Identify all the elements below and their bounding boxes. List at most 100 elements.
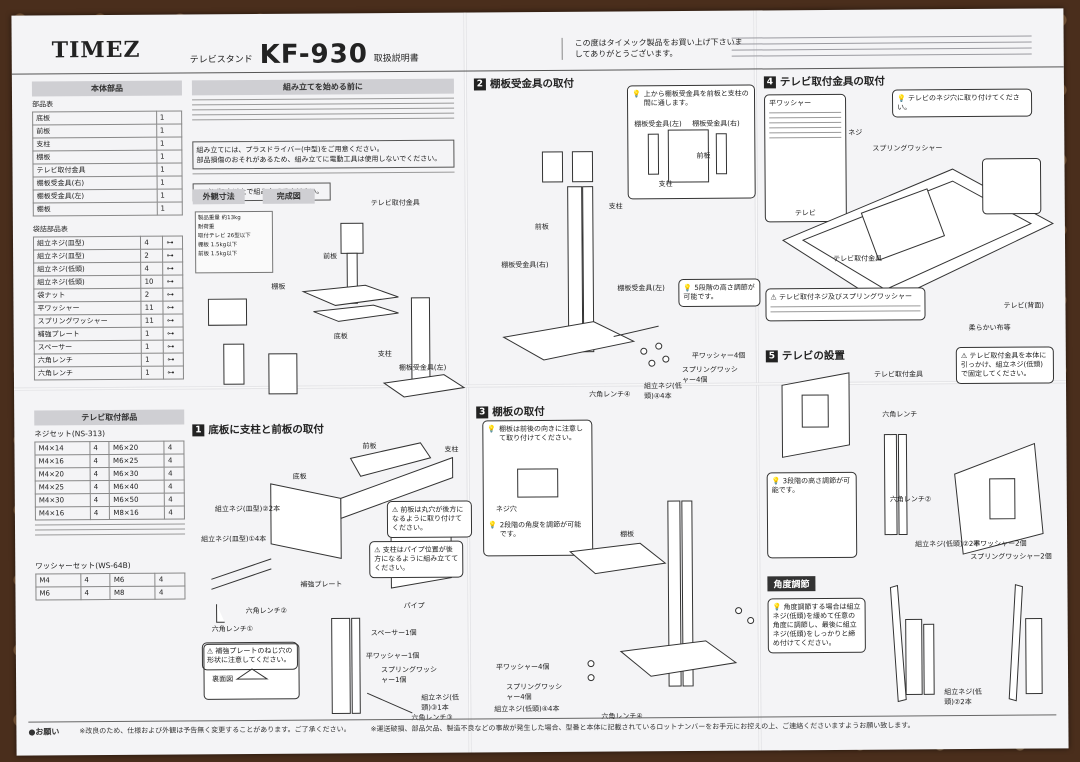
screw-size: M4×30 bbox=[35, 493, 91, 508]
screw-qty: 4 bbox=[164, 466, 185, 481]
s1-label-back: 裏面図 bbox=[212, 675, 234, 684]
washer-set-label: ワッシャーセット(WS-64B) bbox=[35, 560, 131, 571]
bag-part-qty: 11 bbox=[141, 314, 164, 328]
doc-type: 取扱説明書 bbox=[373, 53, 419, 65]
bag-part-qty: 2 bbox=[141, 288, 164, 302]
bag-part-name: 六角レンチ bbox=[34, 353, 142, 368]
s1-label-wrench: 六角レンチ② bbox=[245, 606, 287, 616]
header: TIMEZ テレビスタンド KF-930 取扱説明書 この度はタイメック製品をお… bbox=[11, 8, 1064, 75]
s2-label-shelfR: 棚板受金具(右) bbox=[501, 260, 549, 270]
lightbulb-icon: 💡 bbox=[897, 94, 906, 103]
screw-icon: ⊶ bbox=[163, 274, 183, 289]
instruction-sheet: TIMEZ テレビスタンド KF-930 取扱説明書 この度はタイメック製品をお… bbox=[11, 8, 1069, 756]
bag-part-qty: 11 bbox=[141, 301, 164, 315]
lightbulb-icon: 💡 bbox=[683, 283, 693, 292]
s4-label-spring: スプリングワッシャー bbox=[872, 144, 943, 153]
screw-icon: ⊶ bbox=[163, 300, 184, 315]
step1-callout-2: ⚠ 支柱はパイプ位置が後方になるように組み立ててください。 bbox=[369, 540, 464, 579]
s2-label-front2: 前板 bbox=[534, 222, 549, 232]
screw-qty: 4 bbox=[90, 467, 110, 481]
table-row: 組立ネジ(低頭)10⊶ bbox=[33, 274, 183, 290]
parts-title: 本体部品 bbox=[31, 80, 182, 97]
brand-logo: TIMEZ bbox=[51, 36, 141, 64]
step4-callout-1: 💡 テレビのネジ穴に取り付けてください。 bbox=[891, 88, 1033, 118]
screw-icon: ⊶ bbox=[163, 287, 183, 302]
part-name: 棚板受金具(左) bbox=[33, 189, 157, 204]
footer-note-1: ※改良のため、仕様および外観は予告無く変更することがあります。ご了承ください。 bbox=[79, 725, 351, 736]
product-type: テレビスタンド bbox=[189, 54, 253, 66]
s4-label-tv2: テレビ(背面) bbox=[1003, 301, 1044, 310]
step1-callout-1: ⚠ 前板は丸穴が後方になるように取り付けてください。 bbox=[386, 500, 473, 539]
s4-label-mount: テレビ取付金具 bbox=[833, 254, 883, 263]
part-name: 前板 bbox=[32, 124, 157, 139]
step1-illustration bbox=[203, 442, 454, 714]
part-qty: 1 bbox=[156, 162, 183, 177]
screw-size: M6×30 bbox=[109, 467, 165, 481]
bag-part-qty: 10 bbox=[141, 275, 164, 289]
bag-parts-label: 袋詰部品表 bbox=[32, 225, 68, 234]
lightbulb-icon: 💡 bbox=[487, 425, 497, 434]
s5-label-screw: 組立ネジ(低頭)②2本 bbox=[915, 539, 981, 549]
part-qty: 1 bbox=[156, 110, 182, 125]
part-qty: 1 bbox=[156, 136, 182, 151]
screw-qty: 4 bbox=[90, 506, 110, 520]
angle-title: 角度調節 bbox=[767, 576, 816, 592]
warning-icon: ⚠ bbox=[391, 505, 399, 515]
screw-size: M6×20 bbox=[109, 441, 165, 455]
s2-label-pillar2: 支柱 bbox=[608, 202, 623, 211]
s5-label-wrench2: 六角レンチ② bbox=[889, 495, 932, 504]
fold-line bbox=[463, 12, 472, 753]
bag-part-name: スペーサー bbox=[34, 340, 142, 355]
screw-size: M4×16 bbox=[35, 506, 91, 521]
screw-icon: ⊶ bbox=[163, 365, 184, 380]
step3-callout: 💡棚板は前後の向きに注意して取り付けてください。 ネジ穴 💡2段階の角度を調節が… bbox=[482, 419, 594, 557]
lightbulb-icon: 💡 bbox=[631, 90, 641, 99]
s1-label-wrench2: 六角レンチ① bbox=[211, 625, 254, 634]
s3-label-screw: 組立ネジ(低頭)④4本 bbox=[494, 704, 560, 714]
bag-part-name: 平ワッシャー bbox=[33, 301, 142, 316]
s3-label-flat: 平ワッシャー4個 bbox=[495, 662, 550, 672]
model-number: KF-930 bbox=[259, 39, 368, 70]
prep-warning-box: 組み立てには、プラスドライバー(中型)をご用意ください。 部品損傷のおそれがある… bbox=[192, 139, 455, 170]
screw-qty: 4 bbox=[90, 480, 110, 494]
part-qty: 1 bbox=[156, 188, 183, 203]
part-qty: 1 bbox=[156, 123, 182, 138]
washer-size: M6 bbox=[35, 586, 82, 601]
step2-illustration bbox=[502, 151, 670, 367]
screw-qty: 4 bbox=[164, 479, 185, 494]
lightbulb-icon: 💡 bbox=[487, 521, 497, 530]
washer-size: M4 bbox=[35, 573, 81, 588]
footer-note-2: ※運送破損、部品欠品、製造不良などの事故が発生した場合、型番と本体に記載されてい… bbox=[370, 721, 915, 734]
label-frontboard: 前板 bbox=[323, 252, 338, 261]
angle-callout: 💡 角度調節する場合は組立ネジ(低頭)を緩めて任意の角度に調節し、最後に組立ネジ… bbox=[767, 597, 866, 654]
bag-part-qty: 2 bbox=[140, 249, 164, 263]
s1-label-front: 前板 bbox=[362, 442, 377, 451]
table-row: 組立ネジ(皿型)2⊶ bbox=[33, 248, 183, 264]
s2-label-wrench: 六角レンチ④ bbox=[589, 390, 631, 399]
s1-label-pipe: パイプ bbox=[403, 601, 425, 610]
prep-title: 組み立てを始める前に bbox=[191, 78, 454, 96]
part-name: 棚板 bbox=[33, 202, 157, 217]
washer-size: M6 bbox=[110, 573, 156, 587]
part-name: テレビ取付金具 bbox=[32, 163, 157, 178]
washer-qty: 4 bbox=[155, 585, 186, 600]
s1-label-screw1: 組立ネジ(皿型)②2本 bbox=[214, 504, 281, 514]
label-base: 底板 bbox=[333, 332, 348, 341]
s1-label-plate: 補強プレート bbox=[300, 580, 343, 589]
screw-size: M4×14 bbox=[34, 441, 90, 456]
screw-icon: ⊶ bbox=[163, 339, 184, 354]
